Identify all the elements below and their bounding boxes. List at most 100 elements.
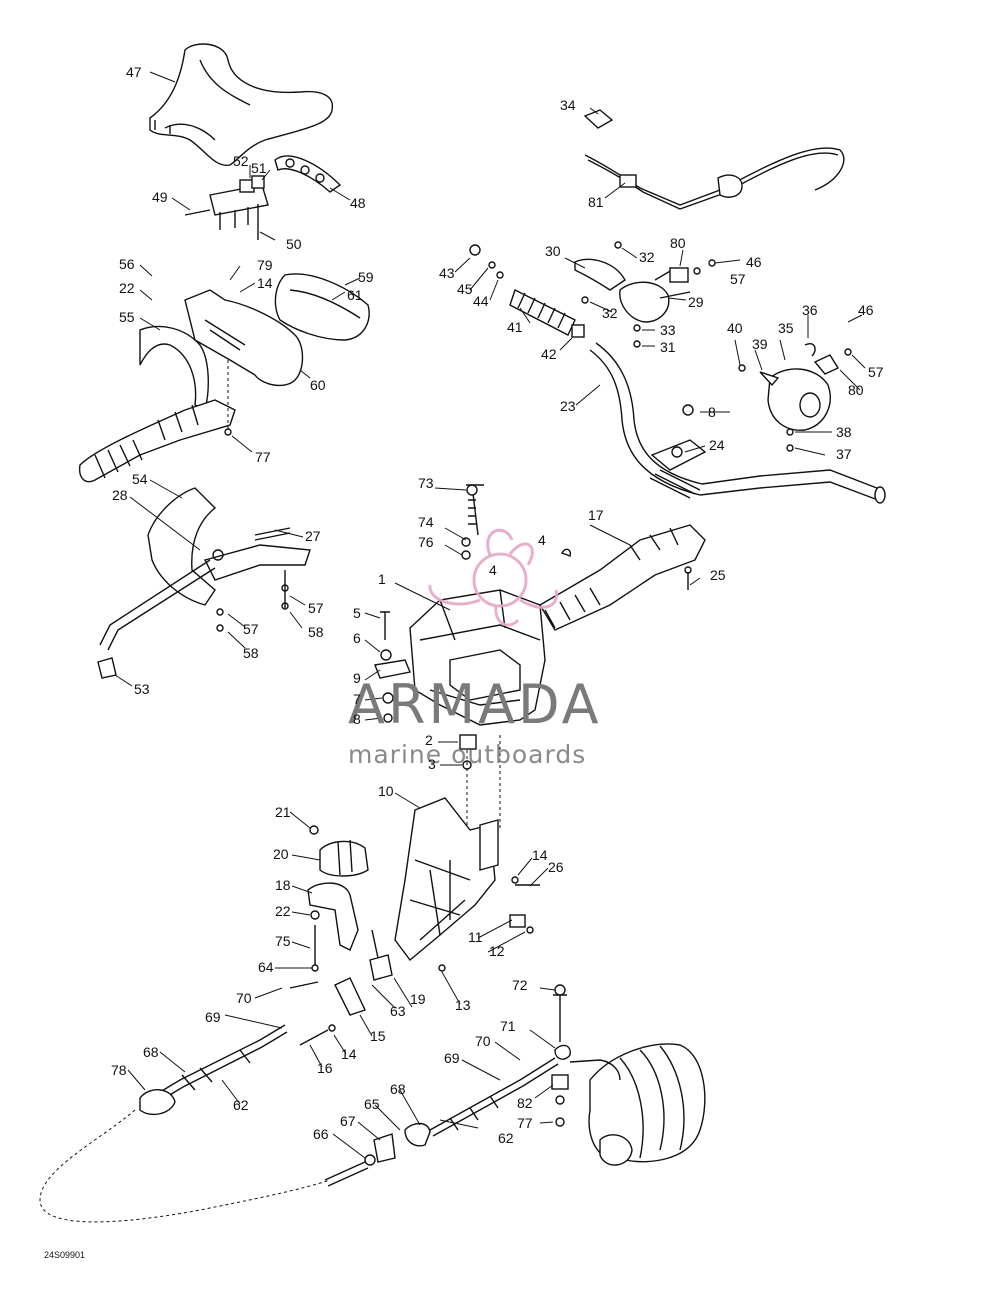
callout-6: 6 <box>353 630 361 646</box>
callout-65: 65 <box>364 1096 380 1112</box>
callout-41: 41 <box>507 319 523 335</box>
callout-45: 45 <box>457 281 473 297</box>
callout-16: 16 <box>317 1060 333 1076</box>
callout-22: 22 <box>119 280 135 296</box>
callout-52: 52 <box>233 153 249 169</box>
top-cable <box>583 109 845 210</box>
callout-46a: 46 <box>746 254 762 270</box>
callout-46b: 46 <box>858 302 874 318</box>
callout-10: 10 <box>378 783 394 799</box>
callout-12: 12 <box>489 943 505 959</box>
callout-75: 75 <box>275 933 291 949</box>
callout-62b: 62 <box>498 1130 514 1146</box>
left-lever-bracket <box>97 487 311 679</box>
callout-20: 20 <box>273 846 289 862</box>
right-switch-housing <box>738 343 852 452</box>
column-fasteners <box>374 611 501 830</box>
callout-3: 3 <box>428 756 436 772</box>
seat-latch-assembly <box>184 155 342 240</box>
watermark-title: ARMADA <box>348 673 602 736</box>
callout-32b: 32 <box>602 305 618 321</box>
callout-29: 29 <box>688 294 704 310</box>
callout-9: 9 <box>353 670 361 686</box>
left-handle-assembly <box>78 273 370 483</box>
callout-53: 53 <box>134 681 150 697</box>
callout-49: 49 <box>152 189 168 205</box>
callout-80a: 80 <box>670 235 686 251</box>
callout-47: 47 <box>126 64 142 80</box>
callout-77b: 77 <box>517 1115 533 1131</box>
callout-5: 5 <box>353 605 361 621</box>
callout-11: 11 <box>468 929 483 945</box>
callout-62a: 62 <box>233 1097 249 1113</box>
callout-4b: 4 <box>489 562 497 578</box>
callout-2: 2 <box>425 732 433 748</box>
callout-39: 39 <box>752 336 768 352</box>
callout-59: 59 <box>358 269 374 285</box>
callout-40: 40 <box>727 320 743 336</box>
callout-55: 55 <box>119 309 135 325</box>
callout-69a: 69 <box>205 1009 221 1025</box>
callout-73: 73 <box>418 475 434 491</box>
callout-63: 63 <box>390 1003 406 1019</box>
callout-27: 27 <box>305 528 321 544</box>
callout-labels: 47 52 51 48 49 50 56 22 55 79 14 59 61 6… <box>111 64 884 1146</box>
callout-31: 31 <box>660 339 676 355</box>
callout-37: 37 <box>836 446 852 462</box>
callout-48: 48 <box>350 195 366 211</box>
callout-36: 36 <box>802 302 818 318</box>
callout-81: 81 <box>588 194 604 210</box>
watermark-logo-icon <box>428 528 559 627</box>
callout-60: 60 <box>310 377 326 393</box>
callout-50: 50 <box>286 236 302 252</box>
callout-7: 7 <box>353 691 361 707</box>
callout-58b: 58 <box>308 624 324 640</box>
callout-28: 28 <box>112 487 128 503</box>
jet-nozzle <box>569 1043 706 1166</box>
callout-71: 71 <box>500 1018 516 1034</box>
callout-1: 1 <box>378 571 386 587</box>
callout-74: 74 <box>418 514 434 530</box>
callout-72: 72 <box>512 977 528 993</box>
callout-14b: 14 <box>532 847 548 863</box>
callout-35: 35 <box>778 320 794 336</box>
callout-38: 38 <box>836 424 852 440</box>
callout-51: 51 <box>251 160 267 176</box>
callout-42: 42 <box>541 346 557 362</box>
support-bracket <box>394 797 540 972</box>
callout-24: 24 <box>709 437 725 453</box>
callout-32a: 32 <box>639 249 655 265</box>
callout-70b: 70 <box>475 1033 491 1049</box>
callout-79: 79 <box>257 257 273 273</box>
callout-77: 77 <box>255 449 271 465</box>
callout-57d: 57 <box>868 364 884 380</box>
callout-17: 17 <box>588 507 604 523</box>
leader-lines <box>114 71 866 1159</box>
callout-14: 14 <box>257 275 273 291</box>
callout-70a: 70 <box>236 990 252 1006</box>
watermark-subtitle: marine outboards <box>348 740 586 769</box>
lower-cables <box>39 984 571 1223</box>
callout-80b: 80 <box>848 382 864 398</box>
callout-43: 43 <box>439 265 455 281</box>
callout-68a: 68 <box>143 1044 159 1060</box>
callout-8b: 8 <box>353 711 361 727</box>
drawing-code: 24S09901 <box>44 1250 85 1260</box>
callout-33: 33 <box>660 322 676 338</box>
seat-cushion <box>149 43 334 166</box>
right-grip-parts <box>469 241 716 348</box>
callout-64: 64 <box>258 959 274 975</box>
callout-69b: 69 <box>444 1050 460 1066</box>
callout-25: 25 <box>710 567 726 583</box>
callout-15: 15 <box>370 1028 386 1044</box>
callout-19: 19 <box>410 991 426 1007</box>
callout-44: 44 <box>473 293 489 309</box>
callout-22b: 22 <box>275 903 291 919</box>
callout-57b: 57 <box>243 621 259 637</box>
callout-56: 56 <box>119 256 135 272</box>
callout-18: 18 <box>275 877 291 893</box>
callout-61: 61 <box>347 287 363 303</box>
callout-78: 78 <box>111 1062 127 1078</box>
watermark: ARMADA marine outboards <box>348 528 602 769</box>
